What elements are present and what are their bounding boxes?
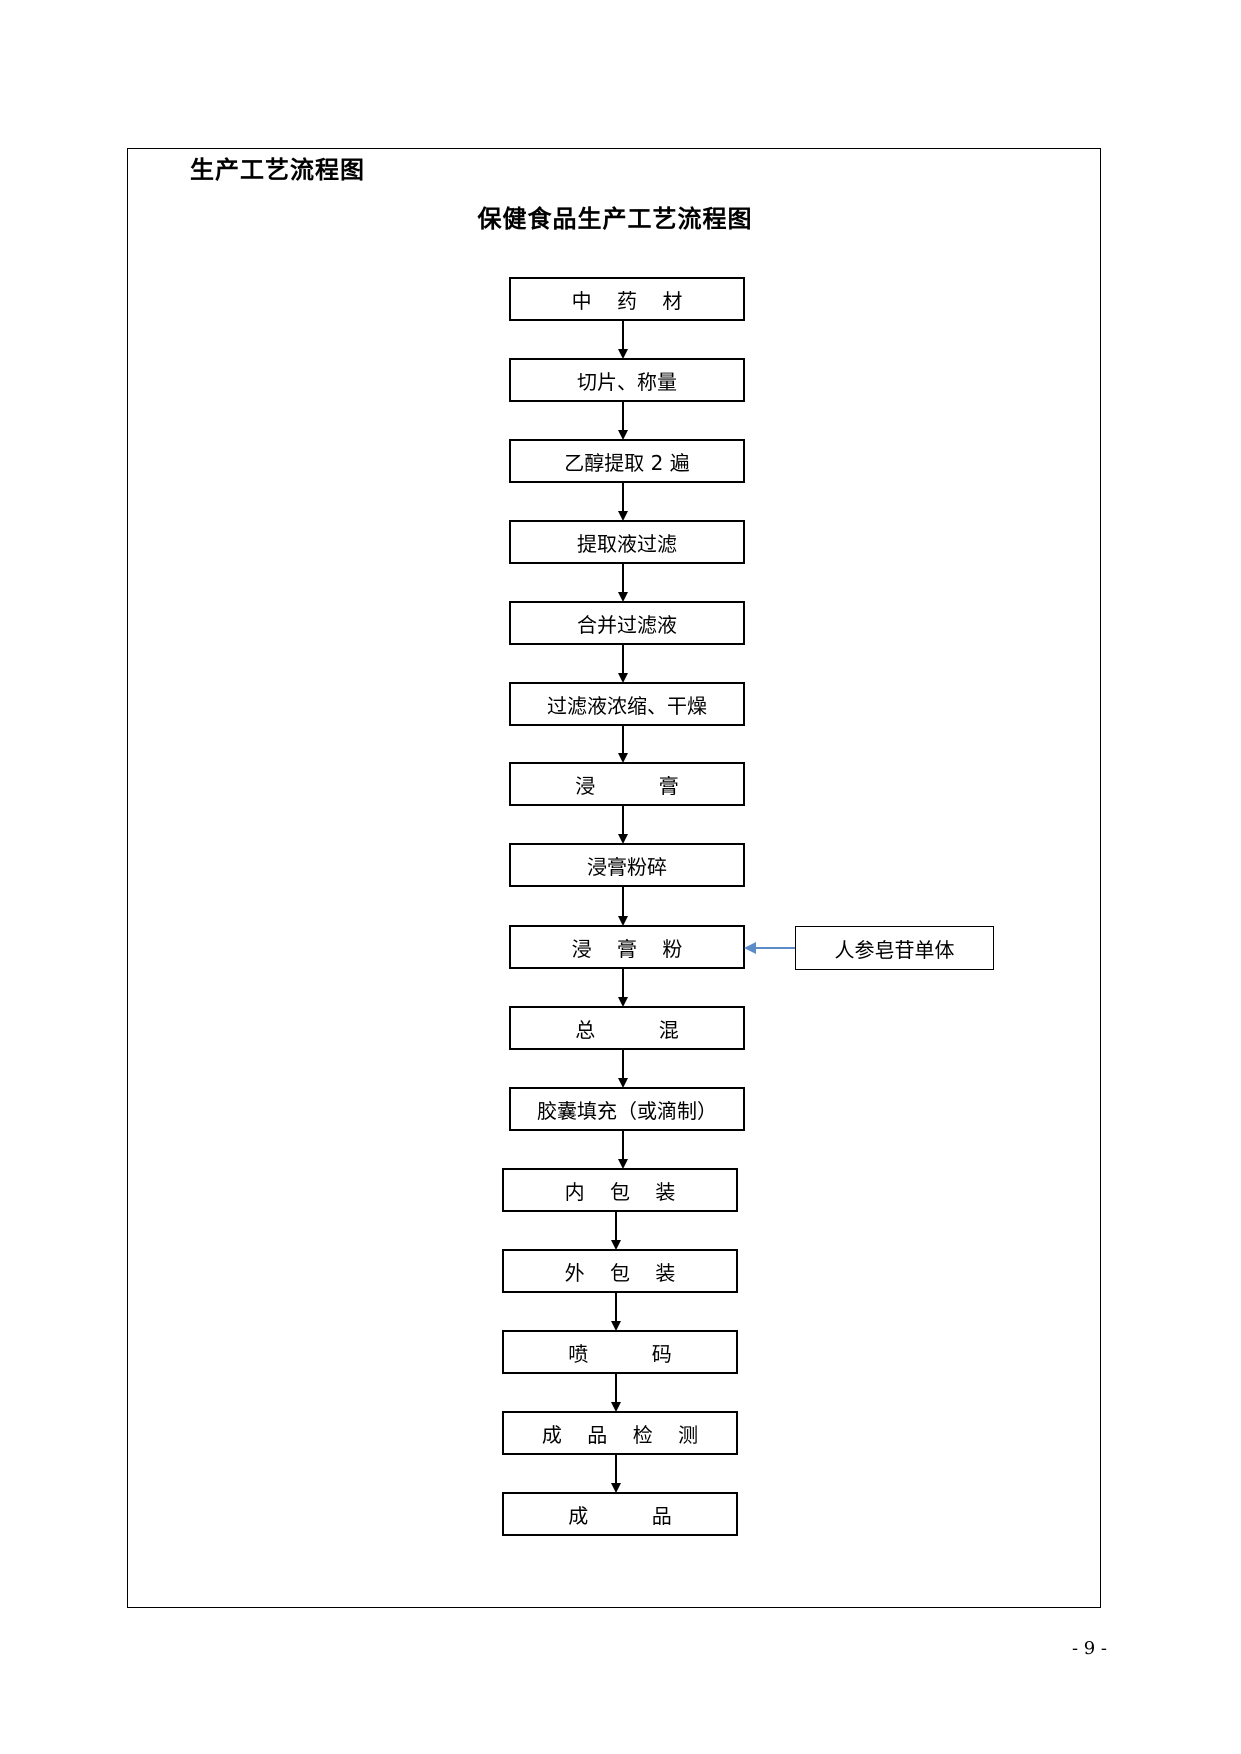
step-box-14: 喷 码 — [502, 1330, 738, 1374]
step-box-2: 切片、称量 — [509, 358, 745, 402]
step-box-15: 成 品 检 测 — [502, 1411, 738, 1455]
step-box-9: 浸 膏 粉 — [509, 925, 745, 969]
step-box-13: 外 包 装 — [502, 1249, 738, 1293]
step-box-10: 总 混 — [509, 1006, 745, 1050]
step-box-6: 过滤液浓缩、干燥 — [509, 682, 745, 726]
diagram-title: 保健食品生产工艺流程图 — [477, 204, 753, 233]
step-box-16: 成 品 — [502, 1492, 738, 1536]
step-box-8: 浸膏粉碎 — [509, 843, 745, 887]
step-box-3: 乙醇提取 2 遍 — [509, 439, 745, 483]
step-box-12: 内 包 装 — [502, 1168, 738, 1212]
page-number: - 9 - — [1071, 1638, 1107, 1659]
step-box-11: 胶囊填充（或滴制） — [509, 1087, 745, 1131]
step-box-5: 合并过滤液 — [509, 601, 745, 645]
step-box-7: 浸 膏 — [509, 762, 745, 806]
document-frame — [127, 148, 1101, 1608]
section-title: 生产工艺流程图 — [190, 155, 365, 184]
step-box-4: 提取液过滤 — [509, 520, 745, 564]
side-input-box: 人参皂苷单体 — [795, 926, 994, 970]
step-box-1: 中 药 材 — [509, 277, 745, 321]
